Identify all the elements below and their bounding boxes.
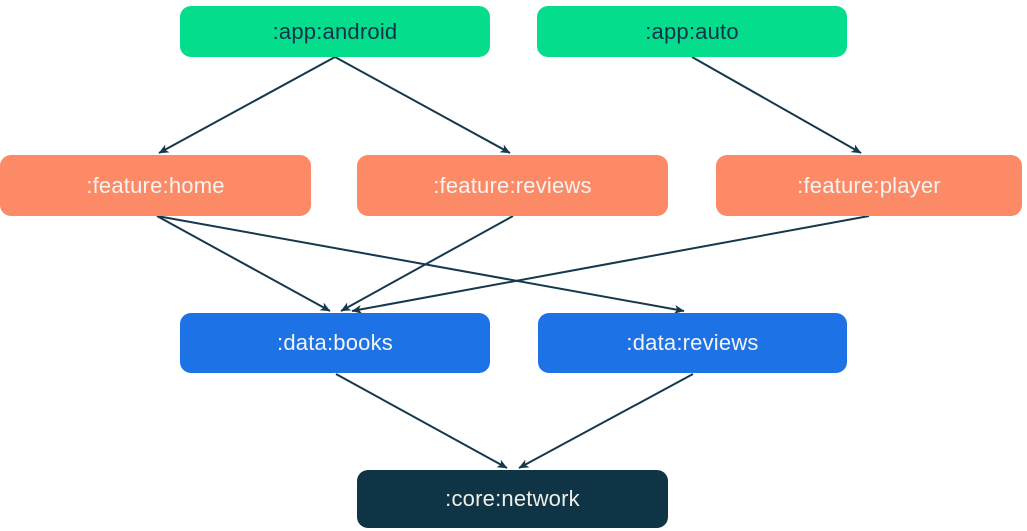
dependency-arrow-data-books-to-core-network [335,373,508,469]
node-feature-reviews: :feature:reviews [357,155,668,216]
dependency-arrow-feature-reviews-to-data-books [340,215,514,312]
node-feature-player: :feature:player [716,155,1022,216]
node-app-auto: :app:auto [537,6,847,57]
dependency-arrow-data-reviews-to-core-network [518,373,694,469]
node-label: :feature:home [86,172,225,198]
dependency-arrow-app-android-to-feature-reviews [334,56,511,154]
node-label: :data:books [277,330,393,355]
dependency-arrow-feature-home-to-data-books [156,215,331,312]
node-label: :core:network [445,486,580,511]
node-label: :data:reviews [626,330,759,355]
node-label: :app:android [272,18,398,44]
node-label: :feature:reviews [433,172,592,198]
dependency-arrow-feature-home-to-data-reviews [156,215,685,314]
dependency-arrow-app-auto-to-feature-player [691,56,862,154]
node-core-network: :core:network [357,470,668,528]
node-data-books: :data:books [180,313,490,373]
node-label: :feature:player [797,172,941,198]
node-app-android: :app:android [180,6,490,57]
dependency-arrow-feature-player-to-data-books [351,215,870,314]
node-data-reviews: :data:reviews [538,313,847,373]
node-label: :app:auto [645,18,739,44]
dependency-arrow-app-android-to-feature-home [158,56,336,154]
node-feature-home: :feature:home [0,155,311,216]
dependency-arrows [156,56,870,469]
